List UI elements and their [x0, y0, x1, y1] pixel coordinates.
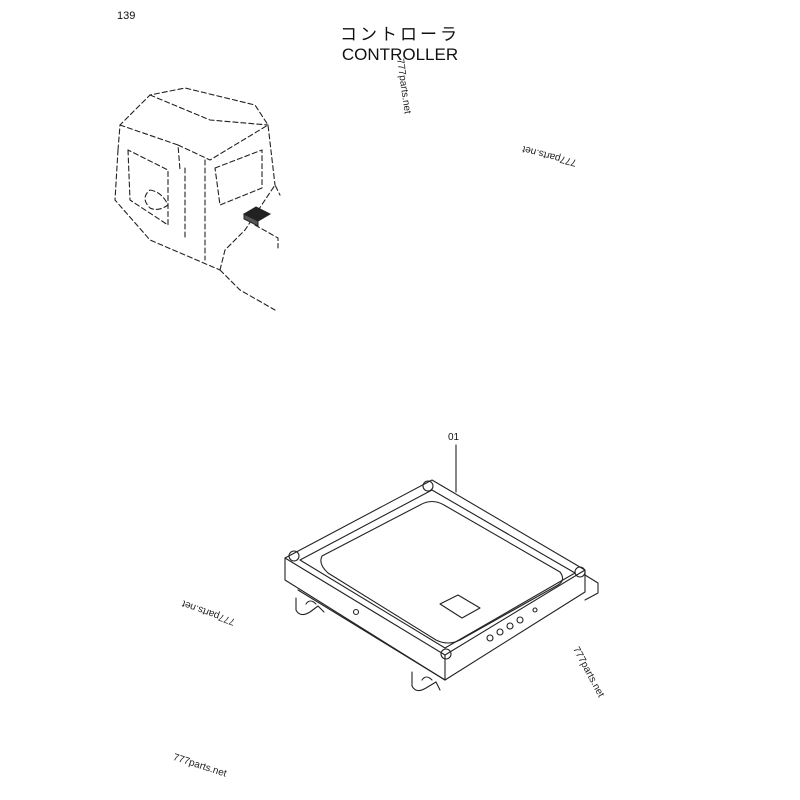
controller-location-marker: [242, 206, 272, 227]
page-number: 139: [117, 10, 136, 22]
excavator-cab-illustration: [114, 87, 281, 311]
title-japanese: コントローラ: [340, 25, 460, 45]
callout-label-01: 01: [448, 432, 460, 443]
title-english: CONTROLLER: [341, 45, 459, 64]
controller-unit-illustration: [284, 479, 599, 692]
